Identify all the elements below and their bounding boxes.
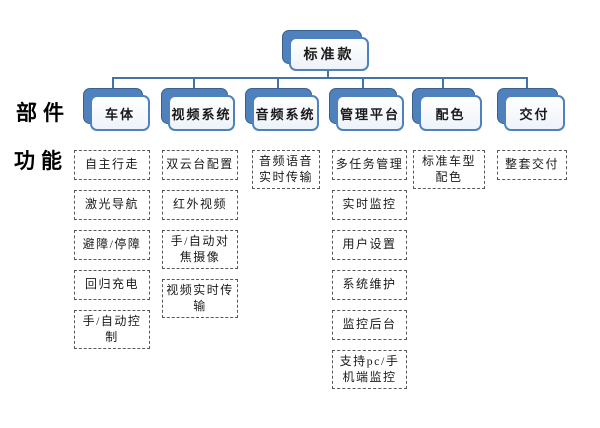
row-label-functions: 功能 <box>14 149 68 173</box>
connector-drop-3 <box>277 77 279 88</box>
feature-column-color-scheme: 标准车型配色 <box>413 150 485 190</box>
category-node-management-platform: 管理平台 <box>329 88 404 131</box>
category-node-label: 车体 <box>90 95 150 131</box>
connector-drop-4 <box>362 77 364 88</box>
feature-item: 自主行走 <box>74 150 150 180</box>
feature-item: 避障/停障 <box>74 230 150 260</box>
feature-column-video-system: 双云台配置 红外视频 手/自动对焦摄像 视频实时传输 <box>162 150 238 319</box>
connector-drop-6 <box>526 77 528 88</box>
feature-item: 双云台配置 <box>162 150 238 180</box>
feature-item: 标准车型配色 <box>413 150 485 190</box>
feature-column-delivery: 整套交付 <box>497 150 567 180</box>
row-label-components: 部件 <box>16 101 70 125</box>
root-node-label: 标准款 <box>289 37 369 71</box>
category-node-audio-system: 音频系统 <box>245 88 319 131</box>
feature-item: 激光导航 <box>74 190 150 220</box>
connector-drop-1 <box>112 77 114 88</box>
category-node-delivery: 交付 <box>497 88 565 131</box>
feature-item: 音频语音实时传输 <box>252 150 320 190</box>
category-node-label: 管理平台 <box>336 95 404 131</box>
feature-column-chassis: 自主行走 激光导航 避障/停障 回归充电 手/自动控制 <box>74 150 150 350</box>
connector-drop-5 <box>442 77 444 88</box>
feature-column-management-platform: 多任务管理 实时监控 用户设置 系统维护 监控后台 支持pc/手机端监控 <box>332 150 407 390</box>
category-node-color-scheme: 配色 <box>412 88 482 131</box>
feature-item: 实时监控 <box>332 190 407 220</box>
category-node-chassis: 车体 <box>83 88 150 131</box>
category-node-label: 配色 <box>419 95 482 131</box>
connector-drop-2 <box>193 77 195 88</box>
feature-item: 系统维护 <box>332 270 407 300</box>
category-node-label: 视频系统 <box>168 95 235 131</box>
feature-item: 红外视频 <box>162 190 238 220</box>
feature-item: 整套交付 <box>497 150 567 180</box>
feature-item: 支持pc/手机端监控 <box>332 350 407 390</box>
feature-column-audio-system: 音频语音实时传输 <box>252 150 320 190</box>
connector-horizontal <box>112 77 528 79</box>
root-node: 标准款 <box>282 30 369 71</box>
feature-item: 回归充电 <box>74 270 150 300</box>
feature-item: 用户设置 <box>332 230 407 260</box>
connector-root-stub <box>327 71 329 79</box>
feature-item: 监控后台 <box>332 310 407 340</box>
feature-item: 手/自动控制 <box>74 310 150 350</box>
feature-item: 视频实时传输 <box>162 279 238 319</box>
category-node-label: 音频系统 <box>252 95 319 131</box>
feature-item: 多任务管理 <box>332 150 407 180</box>
feature-item: 手/自动对焦摄像 <box>162 230 238 270</box>
category-node-label: 交付 <box>504 95 565 131</box>
category-node-video-system: 视频系统 <box>161 88 235 131</box>
